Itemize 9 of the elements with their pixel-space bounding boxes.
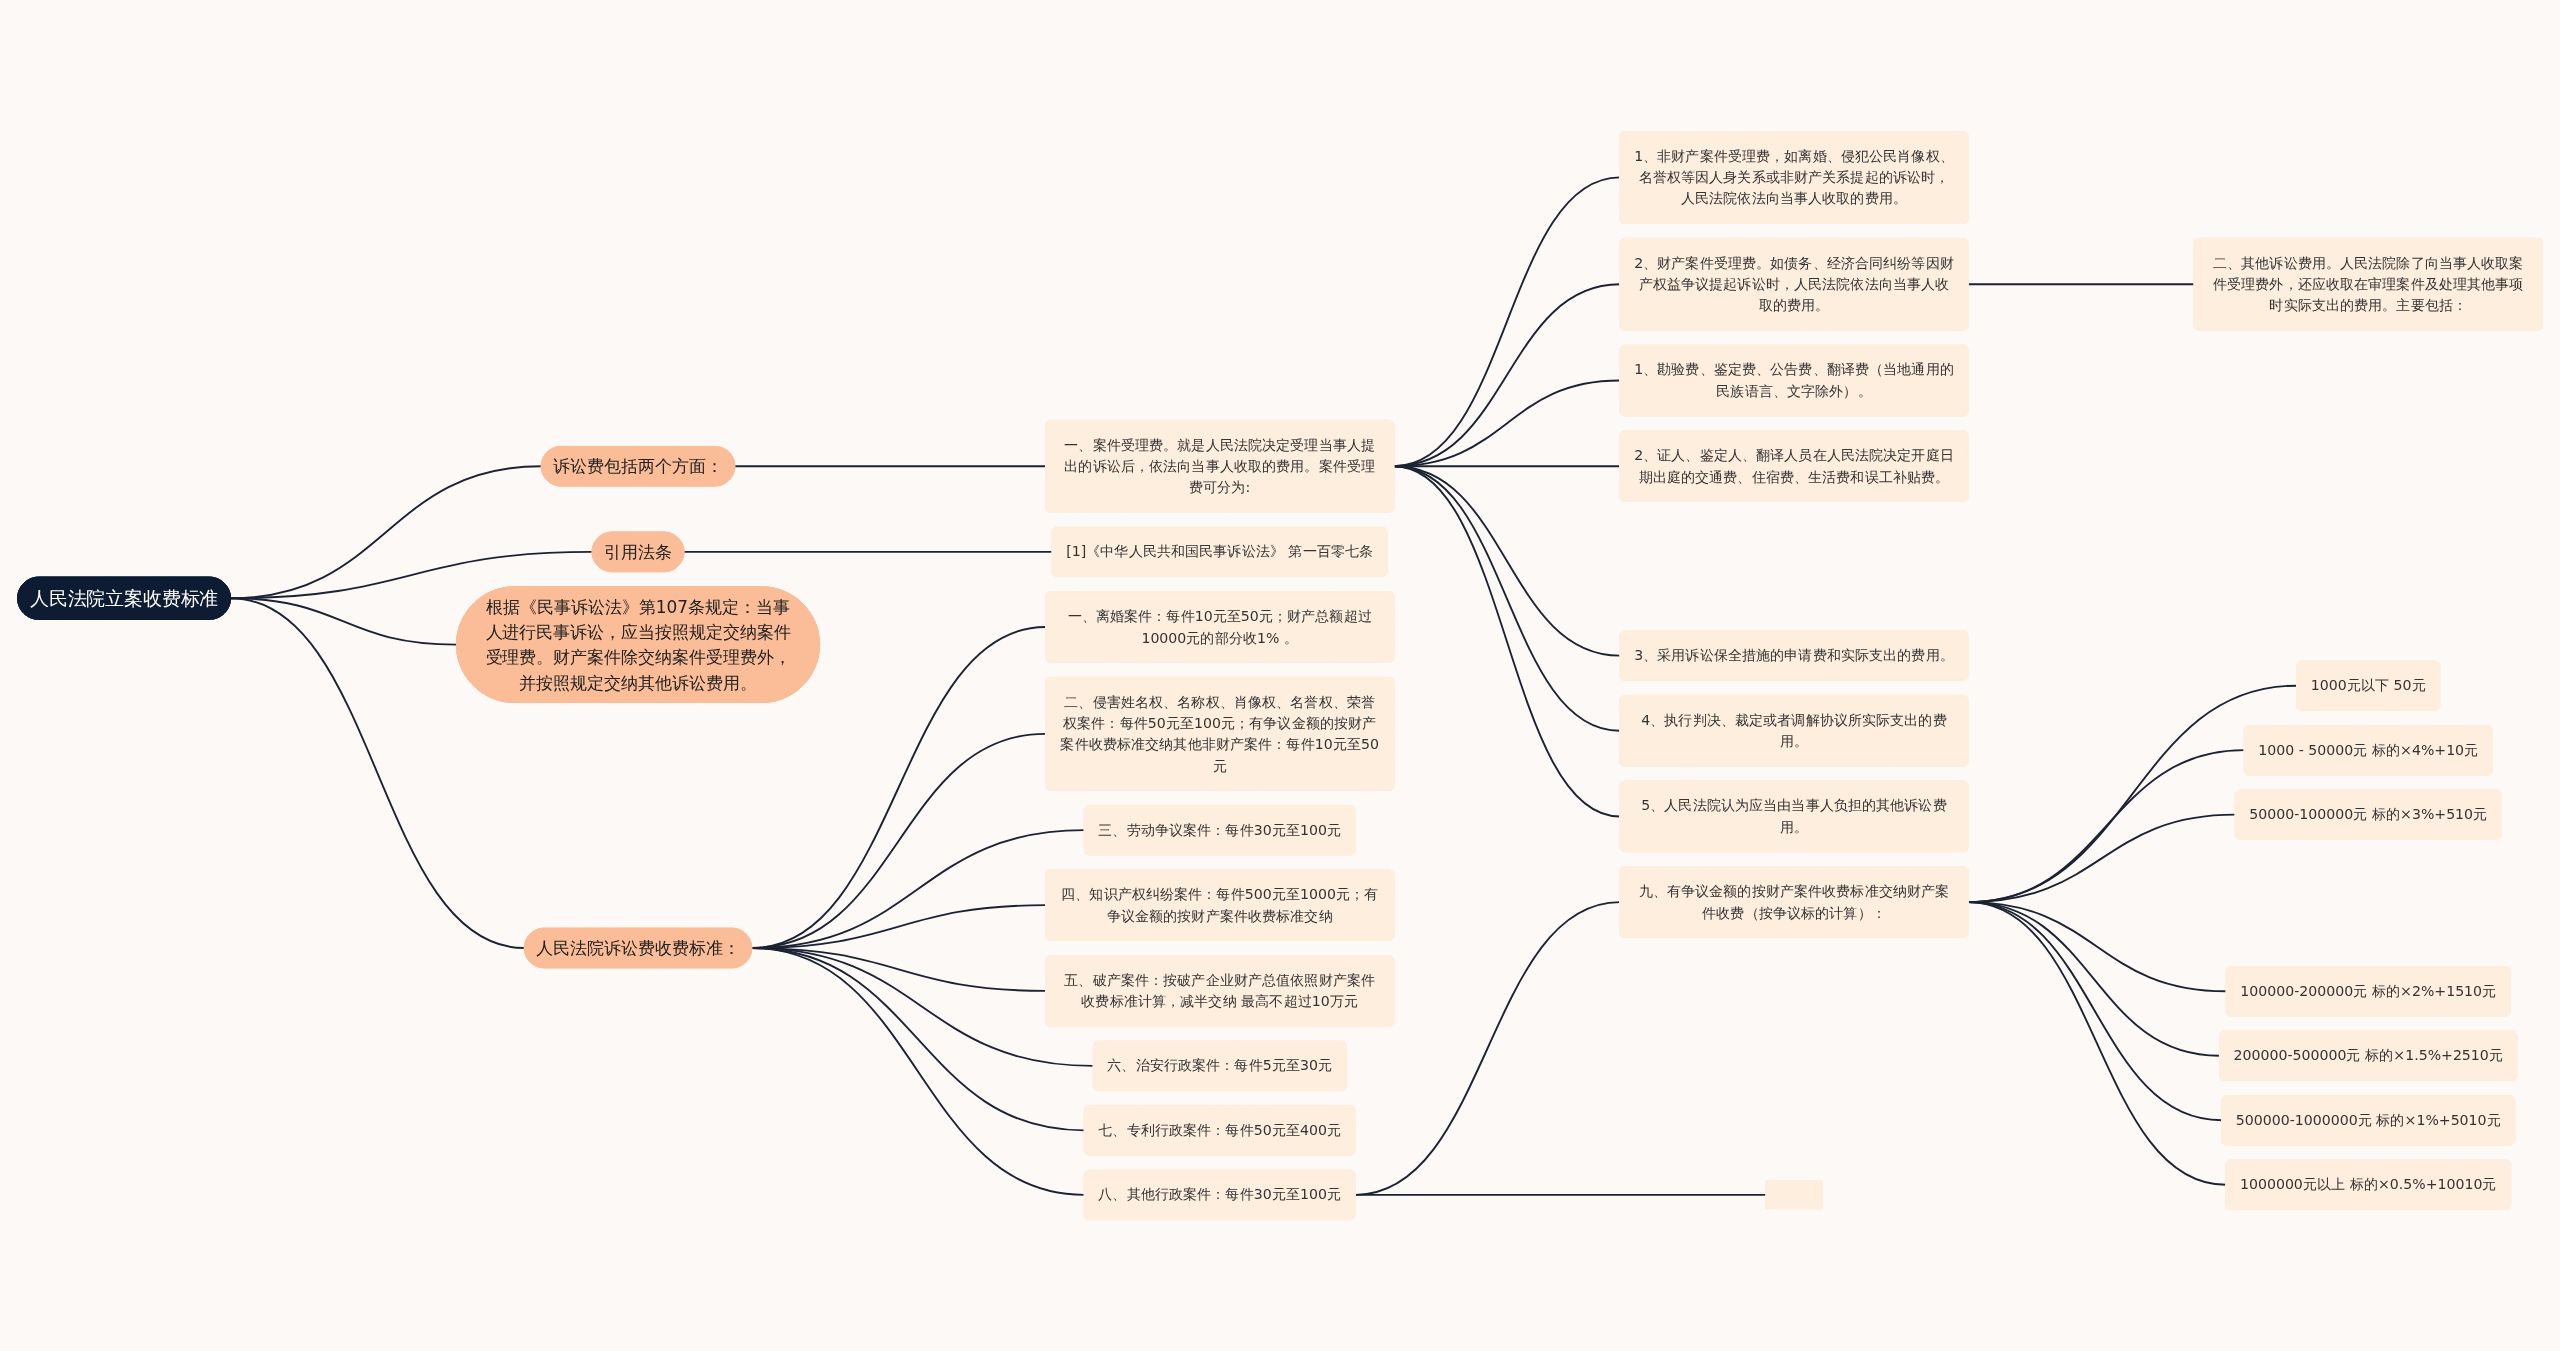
node-box <box>1765 1180 1823 1210</box>
connector <box>1967 901 2227 1186</box>
connector <box>750 946 1086 1196</box>
connector <box>1354 1193 1767 1196</box>
connector <box>1392 465 1621 818</box>
connector <box>229 597 526 949</box>
connector <box>683 550 1054 553</box>
connector <box>1967 283 2196 286</box>
connector <box>733 465 1047 468</box>
